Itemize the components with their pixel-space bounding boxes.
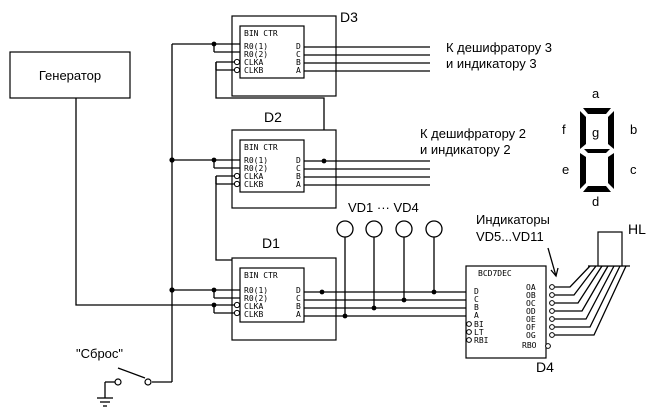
svg-text:CLKB: CLKB	[244, 310, 263, 319]
svg-text:OC: OC	[526, 299, 536, 308]
counter-d3: BIN CTR R0(1) R0(2) CLKA CLKB D C B A D3	[231, 9, 358, 97]
led-vd4	[425, 220, 443, 295]
svg-text:a: a	[592, 86, 600, 101]
svg-text:B: B	[296, 58, 301, 67]
generator-block	[9, 51, 131, 99]
hl-indicator	[597, 231, 623, 267]
svg-text:BIN CTR: BIN CTR	[244, 143, 278, 152]
indicators-label-line1: Индикаторы	[476, 212, 550, 227]
segment-f	[580, 111, 586, 149]
svg-text:CLKA: CLKA	[244, 172, 263, 181]
led-vd1	[336, 220, 354, 319]
generator-label: Генератор	[39, 68, 101, 83]
segment-c	[608, 153, 614, 189]
svg-text:CLKB: CLKB	[244, 66, 263, 75]
svg-text:B: B	[474, 303, 479, 312]
svg-text:D: D	[474, 287, 479, 296]
svg-text:C: C	[296, 50, 301, 59]
svg-text:CLKA: CLKA	[244, 58, 263, 67]
indicators-label-line2: VD5...VD11	[476, 229, 544, 244]
decoder-output-wires	[549, 265, 630, 338]
svg-text:D: D	[296, 42, 301, 51]
svg-text:d: d	[592, 194, 599, 209]
note-d2-line1: К дешифратору 2	[420, 126, 526, 141]
led-vd2	[365, 220, 383, 311]
note-d2-line2: и индикатору 2	[420, 142, 511, 157]
svg-text:LT: LT	[474, 328, 484, 337]
led-vd3	[395, 220, 413, 303]
svg-text:b: b	[630, 122, 637, 137]
svg-text:CLKA: CLKA	[244, 302, 263, 311]
note-d3-line1: К дешифратору 3	[446, 40, 552, 55]
counter-d1: BIN CTR R0(1) R0(2) CLKA CLKB D C B A D1	[231, 235, 337, 341]
svg-text:D: D	[296, 286, 301, 295]
seven-segment-display: a b c d e f g	[562, 86, 637, 209]
svg-text:RBO: RBO	[522, 341, 537, 350]
svg-text:BIN CTR: BIN CTR	[244, 271, 278, 280]
segment-e	[580, 153, 586, 189]
reset-label: "Сброс"	[76, 346, 123, 361]
svg-text:OB: OB	[526, 291, 536, 300]
segment-g	[584, 149, 610, 153]
svg-text:A: A	[296, 180, 301, 189]
svg-text:BI: BI	[474, 320, 484, 329]
svg-text:OD: OD	[526, 307, 536, 316]
svg-text:R0(2): R0(2)	[244, 50, 268, 59]
svg-text:C: C	[474, 295, 479, 304]
svg-text:OF: OF	[526, 323, 536, 332]
svg-text:f: f	[562, 122, 566, 137]
svg-text:BCD7DEC: BCD7DEC	[478, 269, 512, 278]
svg-text:A: A	[474, 311, 479, 320]
svg-text:R0(1): R0(1)	[244, 42, 268, 51]
svg-text:BIN CTR: BIN CTR	[244, 29, 278, 38]
svg-text:R0(2): R0(2)	[244, 294, 268, 303]
arrow-indicators	[547, 247, 557, 277]
counter-d2: BIN CTR R0(1) R0(2) CLKA CLKB D C B A D2	[231, 109, 337, 209]
segment-a	[583, 108, 611, 114]
svg-text:CLKB: CLKB	[244, 180, 263, 189]
svg-text:OA: OA	[526, 283, 536, 292]
svg-text:B: B	[296, 172, 301, 181]
svg-text:R0(1): R0(1)	[244, 156, 268, 165]
vd1-vd4-label: VD1 ··· VD4	[348, 200, 419, 215]
svg-text:g: g	[592, 125, 599, 140]
decoder-d4-label: D4	[536, 359, 554, 375]
svg-text:A: A	[296, 310, 301, 319]
segment-d	[583, 186, 611, 192]
svg-text:D: D	[296, 156, 301, 165]
svg-text:C: C	[296, 164, 301, 173]
decoder-d4: BCD7DEC D C B A BI LT RBI OA OB OC OD OE…	[465, 265, 551, 359]
svg-text:RBI: RBI	[474, 336, 489, 345]
svg-text:OE: OE	[526, 315, 536, 324]
svg-text:A: A	[296, 66, 301, 75]
counter-d2-label: D2	[264, 109, 282, 125]
note-d3-line2: и индикатору 3	[446, 56, 537, 71]
svg-text:B: B	[296, 302, 301, 311]
segment-b	[608, 111, 614, 149]
wire-generator-clk	[75, 98, 214, 306]
svg-text:R0(2): R0(2)	[244, 164, 268, 173]
counter-d3-label: D3	[340, 9, 358, 25]
svg-text:OG: OG	[526, 331, 536, 340]
reset-switch	[117, 367, 146, 379]
svg-text:R0(1): R0(1)	[244, 286, 268, 295]
counter-d1-label: D1	[262, 235, 280, 251]
hl-label: HL	[628, 221, 646, 237]
svg-text:c: c	[630, 162, 637, 177]
svg-text:C: C	[296, 294, 301, 303]
svg-text:e: e	[562, 162, 569, 177]
